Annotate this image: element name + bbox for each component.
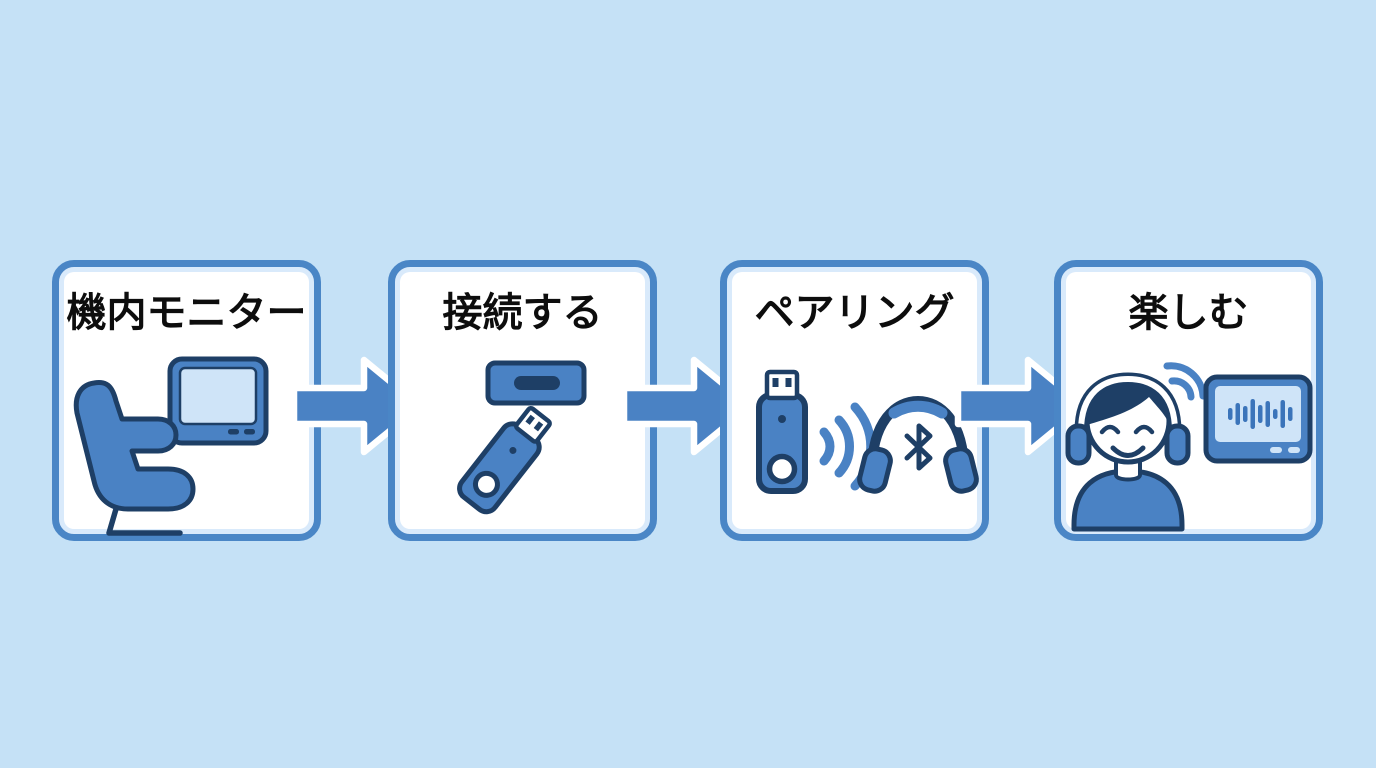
listener-with-headphones-icon — [1065, 372, 1191, 532]
step-box-inflight-monitor: 機内モニター — [52, 260, 321, 541]
audio-waveform-monitor-icon — [1203, 374, 1313, 464]
bluetooth-headphones-icon — [857, 395, 979, 494]
step-title: 接続する — [442, 290, 603, 336]
step-title: ペアリング — [754, 290, 955, 336]
step-title: 機内モニター — [66, 290, 307, 336]
step-icon-group — [73, 356, 269, 536]
step-icon-group — [1065, 362, 1313, 532]
step-box-pairing: ペアリング — [720, 260, 989, 541]
usb-port-icon — [485, 360, 587, 406]
wireless-signal-icon — [1163, 362, 1207, 401]
airplane-seat-icon — [73, 380, 196, 536]
usb-transmitter-icon — [756, 369, 808, 494]
seatback-monitor-icon — [167, 356, 269, 446]
step-title: 楽しむ — [1128, 290, 1249, 336]
usb-dongle-icon — [457, 405, 552, 515]
step-box-connect: 接続する — [388, 260, 657, 541]
step-icon-group — [457, 360, 587, 515]
step-icon-group — [756, 369, 979, 494]
step-box-enjoy: 楽しむ — [1054, 260, 1323, 541]
